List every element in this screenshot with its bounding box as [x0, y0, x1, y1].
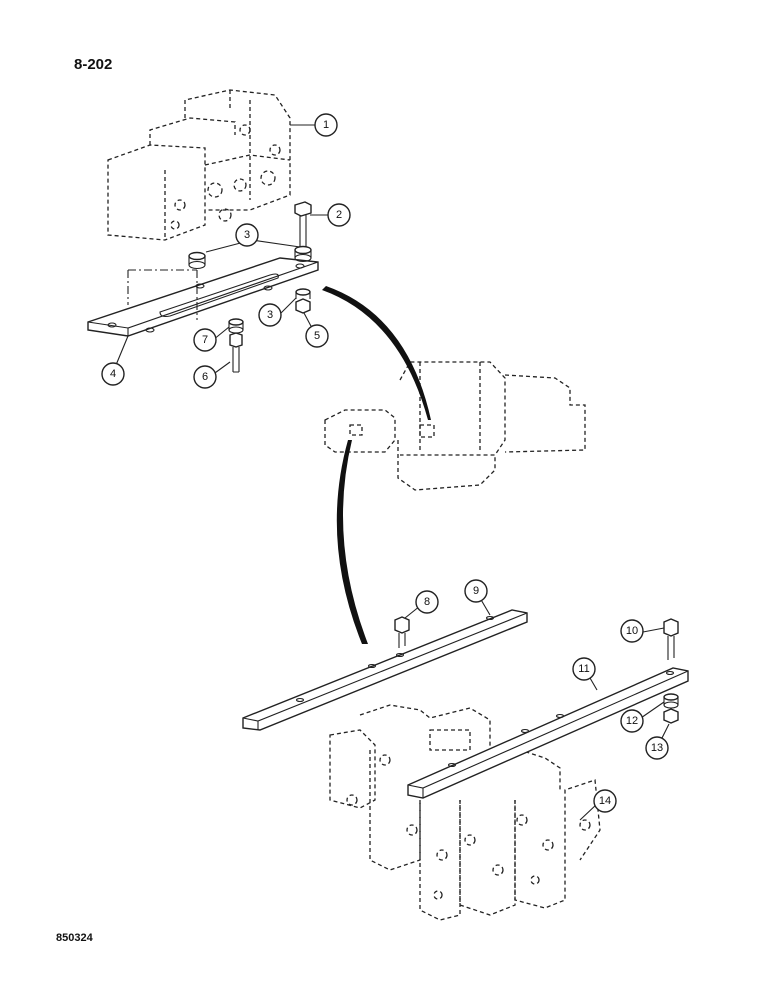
callout-7: 7 [193, 328, 217, 352]
spacer-3-upper-right [294, 245, 312, 263]
callout-9: 9 [464, 579, 488, 603]
callout-1: 1 [314, 113, 338, 137]
svg-text:7: 7 [202, 334, 208, 346]
svg-text:10: 10 [626, 625, 638, 637]
spacer-12 [663, 693, 679, 709]
callout-14: 14 [593, 789, 617, 813]
callout-12: 12 [620, 709, 644, 733]
svg-text:3: 3 [244, 229, 250, 241]
callout-3-upper: 3 [235, 223, 259, 247]
callout-13: 13 [645, 736, 669, 760]
upper-control-valve [107, 89, 291, 241]
arrow-upper [322, 286, 431, 420]
svg-text:1: 1 [323, 119, 329, 131]
bolt-6 [229, 332, 243, 373]
svg-text:12: 12 [626, 715, 638, 727]
machine-body-outline [324, 361, 586, 491]
callout-6: 6 [193, 365, 217, 389]
callout-5: 5 [305, 324, 329, 348]
bar-9 [242, 609, 528, 731]
figure-number: 850324 [56, 932, 93, 944]
svg-text:14: 14 [599, 795, 611, 807]
svg-text:13: 13 [651, 742, 663, 754]
callout-8: 8 [415, 590, 439, 614]
mounting-plate [87, 257, 319, 337]
callout-4: 4 [101, 362, 125, 386]
callout-3-lower: 3 [258, 303, 282, 327]
nut-5 [295, 298, 311, 314]
svg-text:5: 5 [314, 330, 320, 342]
svg-text:6: 6 [202, 371, 208, 383]
spacer-3-lower [295, 288, 311, 299]
bar-11 [407, 667, 689, 799]
callout-10: 10 [620, 619, 644, 643]
svg-text:3: 3 [267, 309, 273, 321]
spacer-3-upper-left [188, 251, 206, 270]
svg-text:2: 2 [336, 209, 342, 221]
nut-13 [663, 708, 679, 724]
bolt-8 [394, 616, 410, 648]
svg-text:9: 9 [473, 585, 479, 597]
bolt-2 [294, 201, 312, 250]
washer-7 [228, 318, 244, 334]
svg-text:8: 8 [424, 596, 430, 608]
bolt-10 [663, 618, 679, 660]
callout-11: 11 [572, 657, 596, 681]
svg-text:4: 4 [110, 368, 116, 380]
leader-lines [115, 124, 670, 821]
callout-2: 2 [327, 203, 351, 227]
svg-text:11: 11 [578, 663, 589, 675]
page-number: 8-202 [74, 56, 113, 73]
arrow-lower [336, 440, 368, 644]
